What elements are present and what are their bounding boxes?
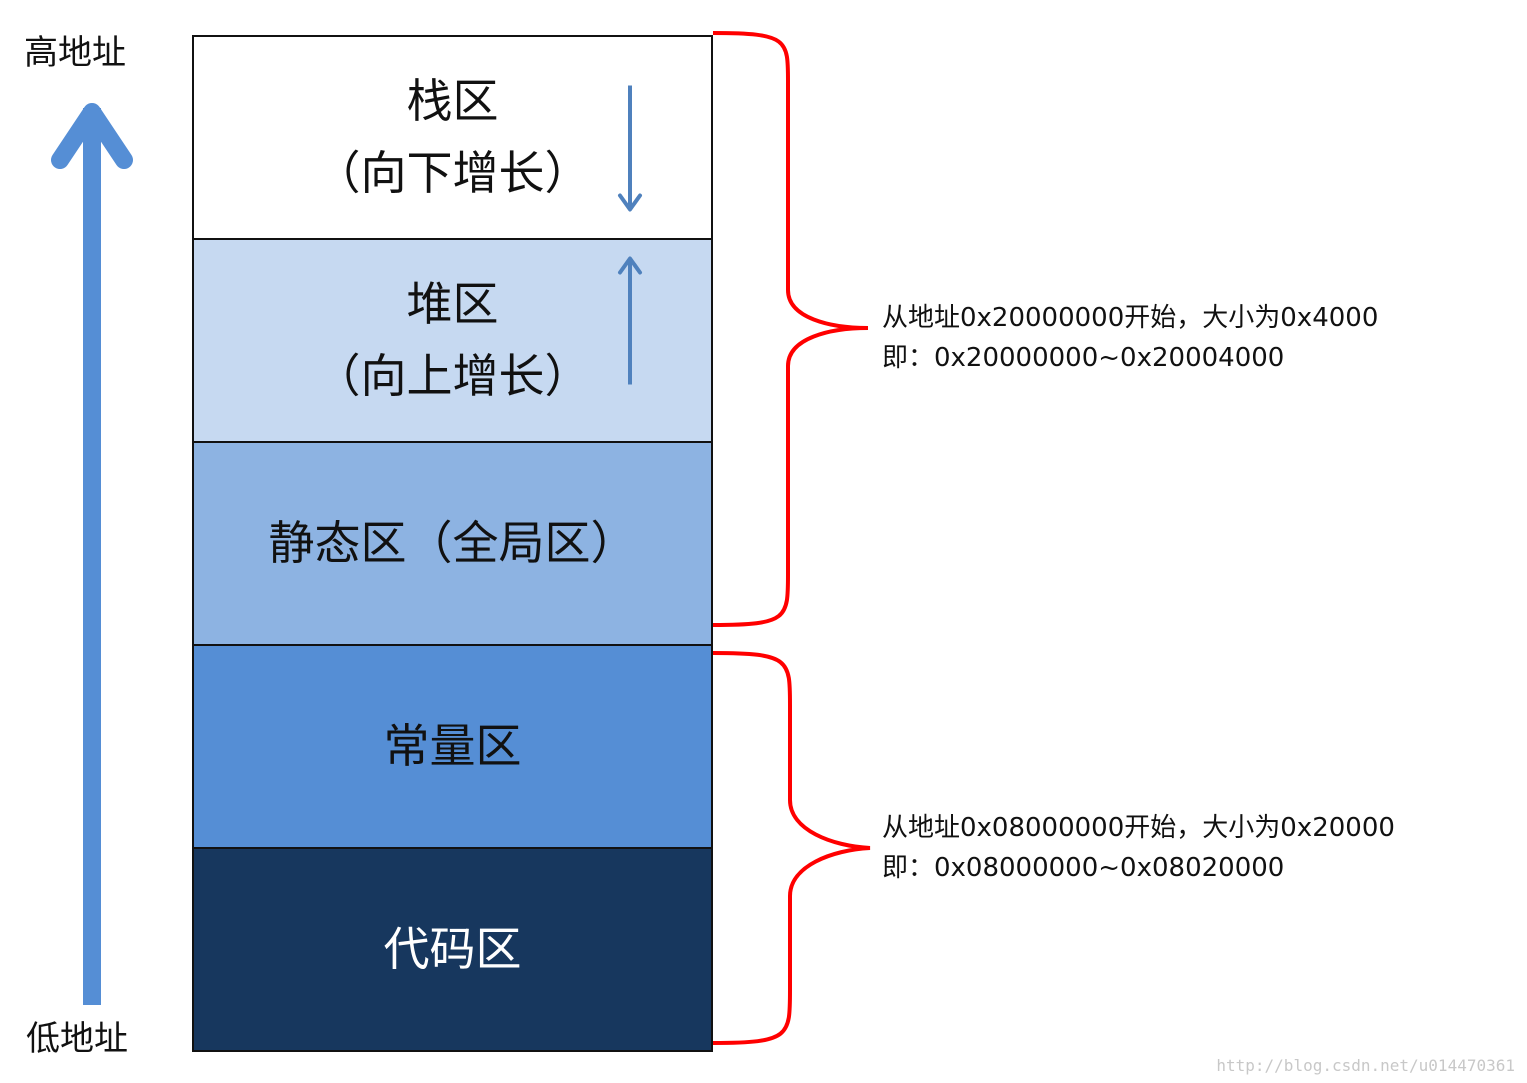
code-region: 代码区 [194,849,711,1050]
heap-region-subtitle: （向上增长） [314,348,591,403]
stack-growth-down-arrow-icon [618,85,642,212]
lower-annotation-line1: 从地址0x08000000开始，大小为0x20000 [882,813,1395,843]
stack-region: 栈区 （向下增长） [194,37,711,240]
memory-layout-stack: 栈区 （向下增长） 堆区 （向上增长） 静态区（全局区） 常量区 代码区 [192,35,713,1052]
upper-address-annotation: 从地址0x20000000开始，大小为0x4000 即：0x20000000~0… [882,298,1378,378]
static-region-title: 静态区（全局区） [268,515,637,570]
stack-region-subtitle: （向下增长） [314,145,591,200]
upper-annotation-line2: 即：0x20000000~0x20004000 [882,343,1285,373]
constant-region-title: 常量区 [383,718,522,773]
lower-region-brace [712,651,871,1045]
watermark-url: http://blog.csdn.net/u014470361 [1216,1056,1515,1075]
heap-growth-up-arrow-icon [618,256,642,385]
constant-region: 常量区 [194,646,711,849]
lower-annotation-line2: 即：0x08000000~0x08020000 [882,853,1285,883]
lower-address-annotation: 从地址0x08000000开始，大小为0x20000 即：0x08000000~… [882,808,1395,888]
low-address-label: 低地址 [26,1019,128,1059]
stack-region-title: 栈区 [406,74,499,129]
code-region-title: 代码区 [383,921,522,976]
heap-region-title: 堆区 [406,277,499,332]
address-direction-arrow-icon [51,103,133,1005]
upper-region-brace [712,31,869,627]
high-address-label: 高地址 [24,33,126,73]
heap-region: 堆区 （向上增长） [194,240,711,443]
upper-annotation-line1: 从地址0x20000000开始，大小为0x4000 [882,303,1379,333]
static-region: 静态区（全局区） [194,443,711,646]
